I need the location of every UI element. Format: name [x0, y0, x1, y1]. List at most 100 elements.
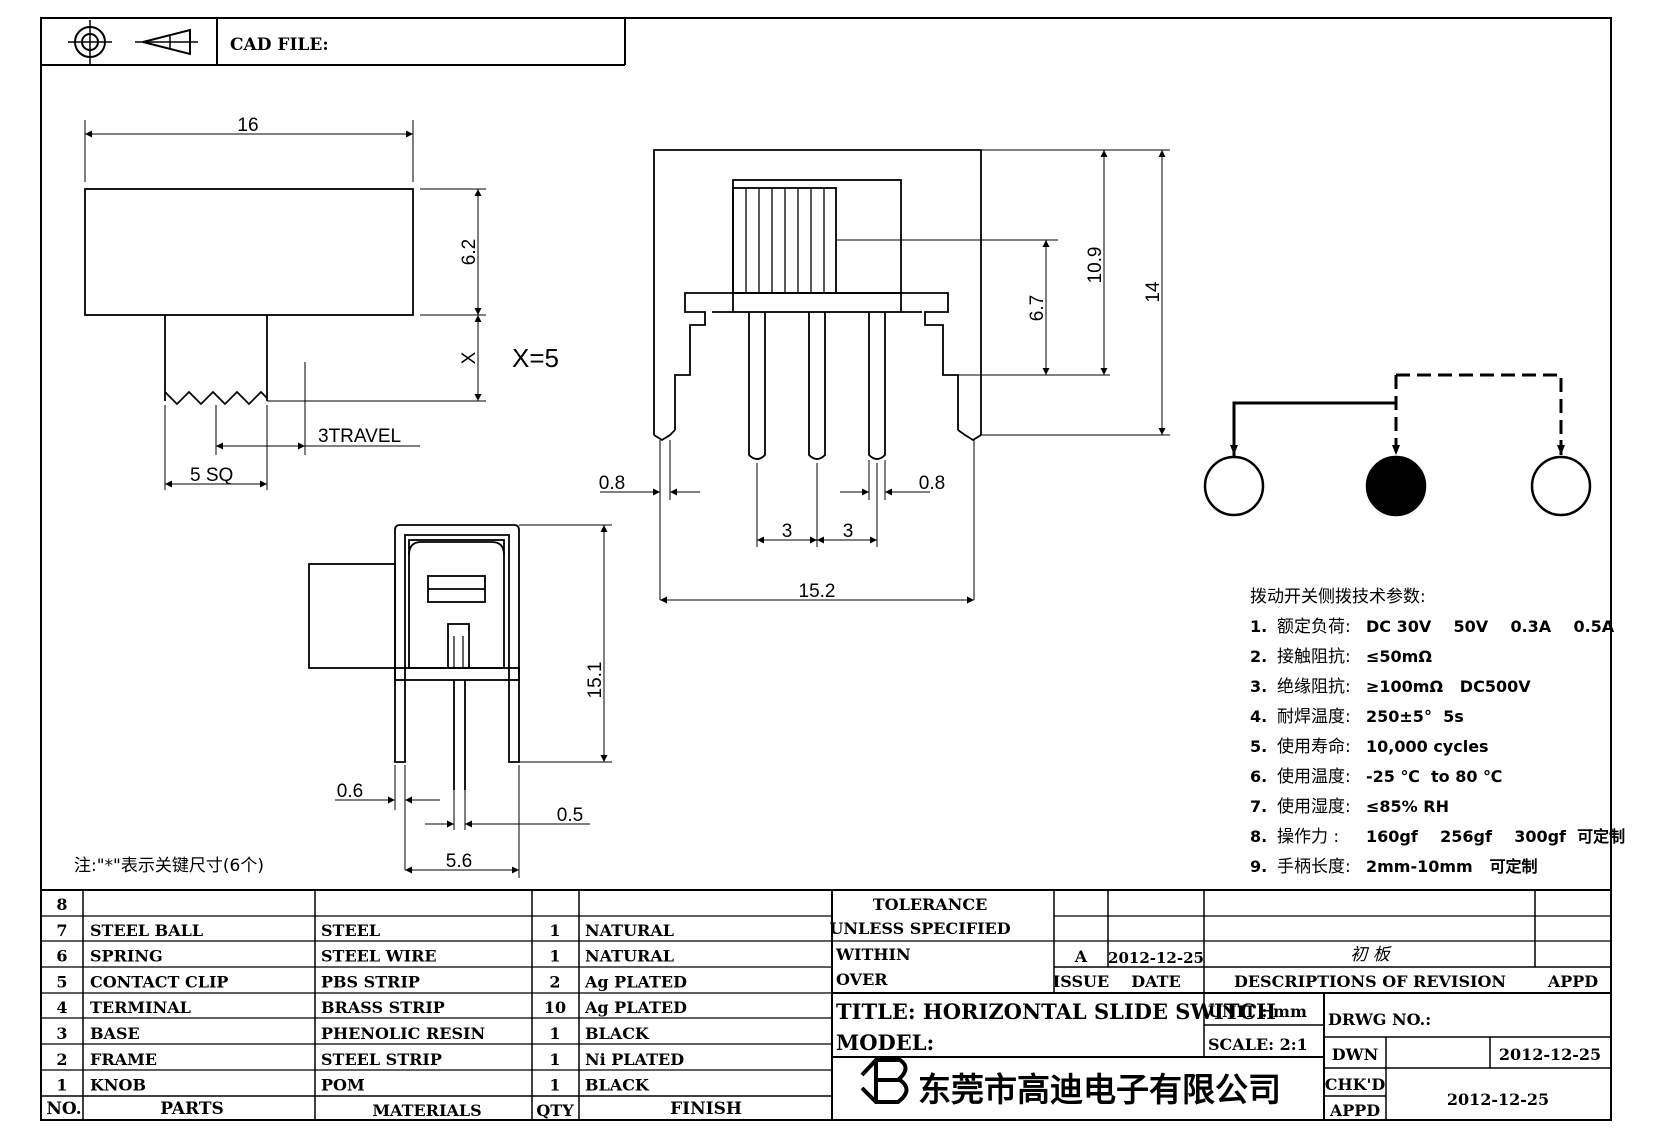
terminal-pin-center [808, 312, 826, 460]
revision-appd-label: APPD [1547, 972, 1598, 991]
spec-item: 5.使用寿命:10,000 cycles [1250, 736, 1489, 757]
company-name: 东莞市高迪电子有限公司 [918, 1070, 1281, 1109]
gaodi-logo-icon [860, 1058, 909, 1104]
spec-item-value: ≥100mΩ DC500V [1366, 677, 1531, 696]
spec-item-number: 3. [1250, 677, 1267, 696]
bom-cell-part: TERMINAL [90, 998, 191, 1017]
circuit-schematic [1203, 373, 1592, 517]
bom-cell-qty: 2 [549, 972, 560, 991]
spec-title: 拨动开关侧拨技术参数: [1250, 587, 1426, 607]
bom-cell-material: PHENOLIC RESIN [321, 1024, 485, 1043]
checked-date: 2012-12-25 [1447, 1090, 1549, 1109]
dim-knob-sq: 5 SQ [190, 465, 233, 486]
bom-cell-finish: BLACK [585, 1024, 650, 1043]
spec-item: 7.使用湿度:≤85% RH [1250, 796, 1449, 817]
bom-row: 8 [56, 895, 67, 914]
spec-item: 2.接触阻抗:≤50mΩ [1250, 647, 1432, 667]
issue-label: ISSUE [1053, 972, 1109, 991]
bom-cell-material: PBS STRIP [321, 972, 420, 991]
unit-label: UNIT : mm [1208, 1002, 1307, 1021]
bom-cell-finish: Ni PLATED [585, 1050, 684, 1069]
bom-cell-material: BRASS STRIP [321, 998, 445, 1017]
spec-item: 6.使用温度:-25 ℃ to 80 ℃ [1250, 766, 1502, 787]
bom-cell-material: POM [321, 1076, 365, 1095]
revision-date: 2012-12-25 [1108, 949, 1204, 967]
bom-cell-material: STEEL [321, 921, 380, 940]
dim-overall-width: 15.2 [799, 581, 836, 602]
dim-height-6-2: 6.2 [459, 239, 480, 265]
contact-common [1365, 455, 1427, 517]
spec-item-number: 8. [1250, 827, 1267, 846]
spec-item-label: 耐焊温度: [1277, 707, 1351, 727]
dim-height-6-7: 6.7 [1027, 295, 1048, 321]
spec-item-value: 160gf 256gf 300gf 可定制 [1366, 827, 1625, 846]
tolerance-label: TOLERANCE [873, 895, 988, 914]
spec-item-value: 10,000 cycles [1366, 737, 1489, 756]
third-angle-projection-icon [68, 20, 198, 64]
bom-header-materials: MATERIALS [372, 1101, 481, 1120]
dim-pin-width-right: 0.8 [919, 473, 945, 494]
spec-item-number: 7. [1250, 797, 1267, 816]
bom-cell-material: STEEL STRIP [321, 1050, 442, 1069]
spec-item-label: 接触阻抗: [1277, 647, 1351, 667]
bom-header-parts: PARTS [160, 1099, 224, 1119]
bom-row: 2 FRAME STEEL STRIP 1 Ni PLATED [56, 1050, 684, 1069]
dim-x-value: X=5 [512, 343, 559, 373]
drawing-number-label: DRWG NO.: [1328, 1010, 1431, 1029]
bom-cell-part: FRAME [90, 1050, 157, 1069]
dim-x: X [459, 351, 480, 364]
bom-cell-finish: NATURAL [585, 921, 674, 940]
spec-item-label: 使用寿命: [1277, 736, 1351, 757]
bom-header-qty: QTY [536, 1101, 574, 1120]
terminal-pin-left [748, 312, 766, 460]
spec-item: 8.操作力 :160gf 256gf 300gf 可定制 [1250, 827, 1625, 847]
spec-item-label: 使用温度: [1277, 766, 1351, 787]
bom-header-finish: FINISH [670, 1099, 742, 1119]
dim-frame-thickness: 0.6 [337, 781, 363, 802]
dim-side-width: 5.6 [446, 851, 472, 872]
drawn-date: 2012-12-25 [1499, 1045, 1601, 1064]
spec-list: 拨动开关侧拨技术参数: 1.额定负荷:DC 30V 50V 0.3A 0.5A2… [1250, 587, 1625, 877]
model-label: MODEL: [836, 1030, 934, 1055]
spec-item-value: -25 ℃ to 80 ℃ [1366, 767, 1502, 786]
checked-label: CHK'D [1325, 1075, 1386, 1094]
over-label: OVER [836, 970, 888, 989]
side-view [308, 524, 612, 878]
bom-cell-qty: 10 [544, 998, 566, 1017]
spec-item: 3.绝缘阻抗:≥100mΩ DC500V [1250, 677, 1531, 697]
common-wire [1232, 401, 1396, 456]
spec-item-label: 手柄长度: [1277, 857, 1351, 877]
bom-cell-part: BASE [90, 1024, 140, 1043]
header-block: CAD FILE: [41, 18, 626, 66]
bom-cell-no: 1 [56, 1076, 67, 1095]
dim-pin-width-left: 0.8 [599, 473, 625, 494]
bom-cell-no: 8 [56, 895, 67, 914]
spec-item-number: 4. [1250, 707, 1267, 726]
date-label: DATE [1131, 972, 1181, 991]
dim-pitch-2: 3 [843, 521, 854, 542]
bom-cell-no: 2 [56, 1050, 67, 1069]
title-block-grid [832, 890, 1611, 1120]
side-knob [308, 563, 396, 669]
spec-item: 9.手柄长度:2mm-10mm 可定制 [1250, 857, 1537, 877]
drawn-label: DWN [1332, 1045, 1378, 1064]
dim-travel: 3TRAVEL [318, 426, 401, 447]
bom-cell-qty: 1 [549, 1050, 560, 1069]
contact-right [1530, 455, 1592, 517]
revision-description: 初 板 [1350, 945, 1392, 965]
dim-pin-thickness: 0.5 [557, 805, 583, 826]
spec-item-value: ≤85% RH [1366, 797, 1449, 816]
switch-body-outline [84, 188, 414, 316]
bom-cell-qty: 1 [549, 1024, 560, 1043]
spec-item-label: 额定负荷: [1277, 617, 1351, 637]
dim-pitch-1: 3 [782, 521, 793, 542]
spec-item-number: 2. [1250, 647, 1267, 666]
unless-specified-label: UNLESS SPECIFIED [829, 919, 1010, 938]
contact-left [1203, 455, 1265, 517]
knob-grip [164, 390, 268, 406]
